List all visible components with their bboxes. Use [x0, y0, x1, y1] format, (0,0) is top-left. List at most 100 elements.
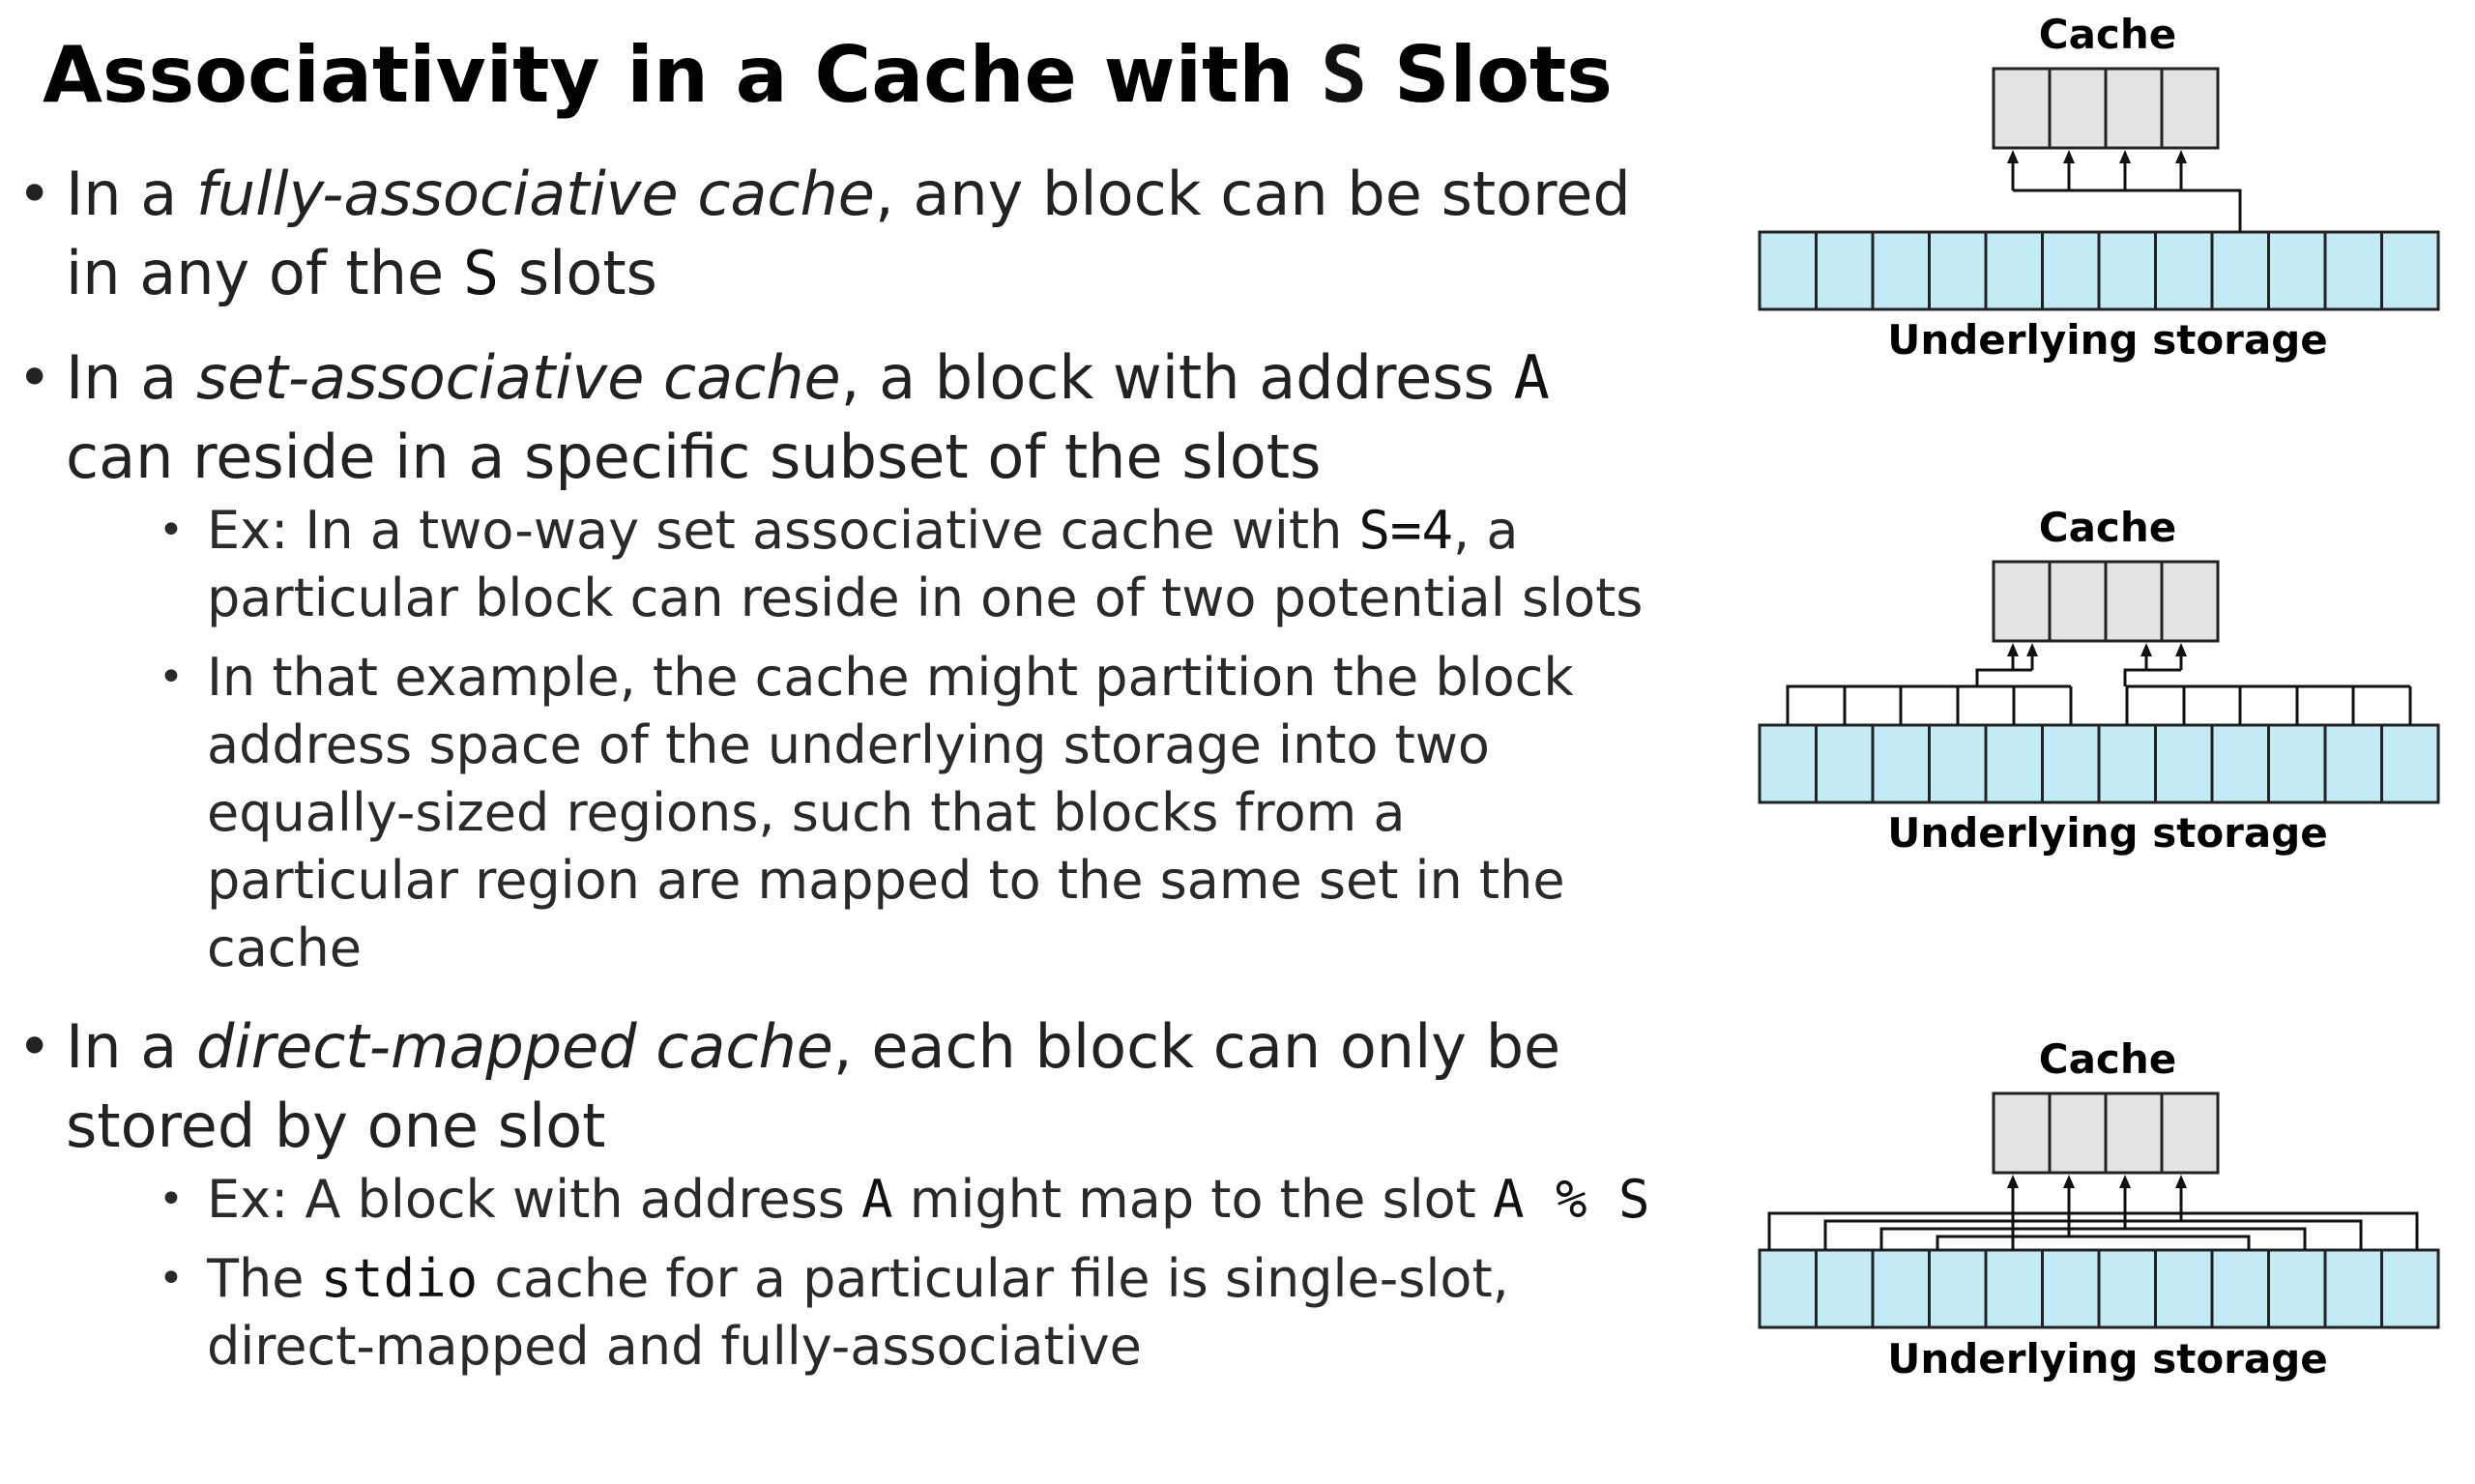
arrowheads — [2007, 1175, 2187, 1188]
storage-block — [2154, 230, 2214, 311]
bullet-dot: • — [159, 1254, 184, 1303]
storage-label: Underlying storage — [1887, 316, 2328, 364]
storage-block — [1815, 1248, 1875, 1329]
storage-block — [1758, 230, 1818, 311]
arrowheads — [2007, 150, 2187, 163]
bullet-fully-associative: •In a fully-associative cache, any block… — [17, 155, 1651, 313]
cache-slot — [2104, 1091, 2164, 1175]
storage-block — [1984, 1248, 2044, 1329]
title-text-end: Slots — [1367, 30, 1613, 120]
term-set-associative: set-associative cache — [196, 342, 841, 413]
storage-block — [2210, 1248, 2270, 1329]
storage-block — [1871, 723, 1931, 804]
cache-slots — [1992, 560, 2220, 643]
cache-label: Cache — [2038, 11, 2177, 58]
storage-block — [2380, 230, 2440, 311]
sub-bullet-stdio: •The stdio cache for a particular file i… — [159, 1245, 1651, 1381]
bullet-dot: • — [159, 653, 184, 702]
storage-label: Underlying storage — [1887, 1335, 2328, 1382]
storage-block — [2267, 1248, 2327, 1329]
storage-blocks — [1758, 1248, 2440, 1329]
cache-slot — [2104, 560, 2164, 643]
bullet-dot: • — [159, 506, 184, 555]
storage-block — [2097, 230, 2157, 311]
direct-mapped-svg — [1758, 1091, 2440, 1329]
storage-block — [1928, 723, 1988, 804]
storage-block — [1928, 230, 1988, 311]
storage-block — [1928, 1248, 1988, 1329]
cache-slot — [1992, 67, 2052, 150]
cache-slot — [2160, 560, 2220, 643]
title-slot-variable: S — [1321, 30, 1368, 120]
sub-bullet-modulo-example: •Ex: A block with address A might map to… — [159, 1166, 1651, 1234]
code-s: S — [462, 238, 500, 308]
code-a-mod-s: A % S — [1492, 1169, 1650, 1230]
cache-slot — [2160, 67, 2220, 150]
cache-slot — [1992, 560, 2052, 643]
storage-block — [2097, 723, 2157, 804]
storage-block — [2323, 230, 2383, 311]
storage-block — [2210, 230, 2270, 311]
code-a: A — [861, 1169, 893, 1230]
diagram-direct-mapped: Cache — [1740, 1030, 2475, 1484]
storage-block — [2041, 1248, 2101, 1329]
storage-block — [2041, 230, 2101, 311]
bullet-direct-mapped: •In a direct-mapped cache, each block ca… — [17, 1007, 1651, 1166]
storage-block — [2154, 723, 2214, 804]
bullet-dot: • — [17, 160, 52, 228]
cache-slot — [2048, 67, 2108, 150]
sub-bullet-partition: •In that example, the cache might partit… — [159, 644, 1651, 982]
title-text: Associativity in a Cache with — [43, 30, 1322, 120]
storage-block — [1758, 1248, 1818, 1329]
bullet-dot: • — [17, 344, 52, 412]
mapping-lines — [1786, 656, 2412, 725]
storage-block — [2210, 723, 2270, 804]
fully-associative-svg — [1758, 67, 2440, 311]
storage-block — [2380, 723, 2440, 804]
storage-block — [2323, 723, 2383, 804]
code-stdio: stdio — [320, 1248, 479, 1309]
mapping-lines — [1767, 1188, 2419, 1250]
storage-block — [2154, 1248, 2214, 1329]
cache-label: Cache — [2038, 1035, 2177, 1083]
sub-bullet-two-way-example: •Ex: In a two-way set associative cache … — [159, 497, 1651, 632]
term-direct-mapped: direct-mapped cache — [196, 1011, 833, 1082]
storage-block — [2380, 1248, 2440, 1329]
bullet-dot: • — [159, 1175, 184, 1224]
cache-slots — [1992, 1091, 2220, 1175]
storage-label: Underlying storage — [1887, 809, 2328, 857]
storage-block — [1984, 723, 2044, 804]
page-title: Associativity in a Cache with S Slots — [43, 17, 1613, 133]
code-s-equals-4: S=4 — [1358, 500, 1454, 561]
storage-block — [2267, 723, 2327, 804]
cache-slot — [2160, 1091, 2220, 1175]
set-associative-svg — [1758, 560, 2440, 804]
diagram-fully-associative: Cache — [1740, 5, 2475, 459]
bullet-list: •In a fully-associative cache, any block… — [17, 155, 1651, 1381]
storage-block — [1758, 723, 1818, 804]
cache-slot — [2104, 67, 2164, 150]
storage-blocks — [1758, 723, 2440, 804]
code-a: A — [1513, 342, 1550, 413]
cache-slots — [1992, 67, 2220, 150]
storage-block — [2323, 1248, 2383, 1329]
storage-block — [1871, 230, 1931, 311]
bullet-dot: • — [17, 1013, 52, 1081]
storage-block — [2267, 230, 2327, 311]
storage-block — [1815, 230, 1875, 311]
storage-blocks — [1758, 230, 2440, 311]
storage-block — [2041, 723, 2101, 804]
cache-slot — [2048, 1091, 2108, 1175]
term-fully-associative: fully-associative cache — [196, 159, 875, 229]
arrowheads — [2007, 643, 2187, 656]
mapping-lines — [2011, 163, 2242, 232]
storage-block — [1871, 1248, 1931, 1329]
storage-block — [1815, 723, 1875, 804]
cache-slot — [2048, 560, 2108, 643]
bullet-set-associative: •In a set-associative cache, a block wit… — [17, 338, 1651, 497]
storage-block — [1984, 230, 2044, 311]
storage-block — [2097, 1248, 2157, 1329]
diagram-set-associative: Cache — [1740, 498, 2475, 952]
cache-slot — [1992, 1091, 2052, 1175]
cache-label: Cache — [2038, 504, 2177, 551]
